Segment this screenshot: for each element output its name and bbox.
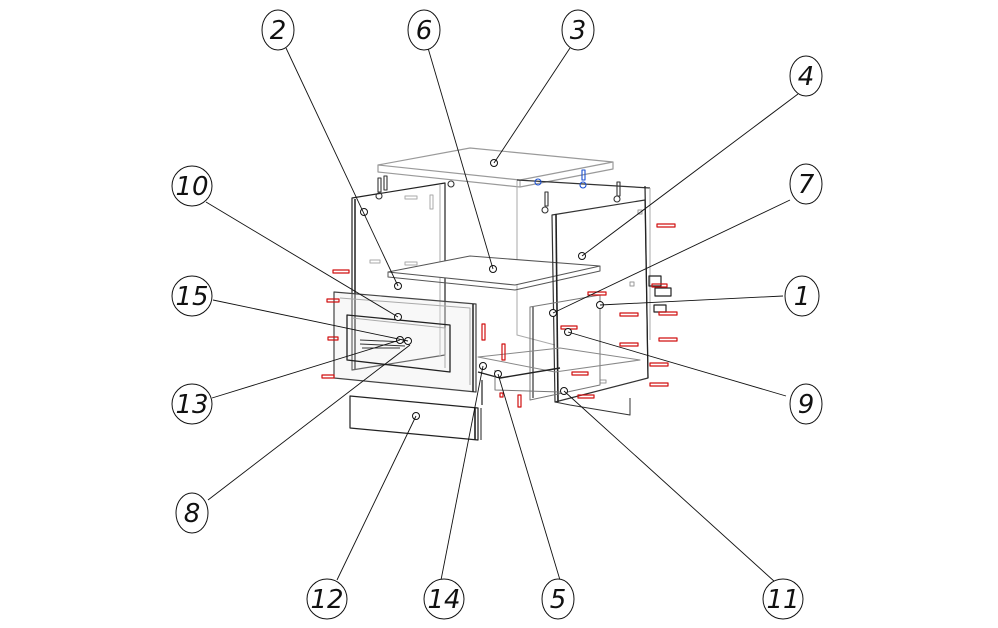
assembly-drawing [321,147,678,441]
callout-6[interactable]: 6 [407,9,441,51]
leader-7 [552,199,791,314]
leader-8 [207,344,411,501]
leader-14 [440,365,484,581]
leader-lines [205,47,799,583]
shelf-panel [387,255,601,291]
callout-5[interactable]: 5 [541,578,575,620]
callouts: 2 6 3 4 10 7 15 1 [171,9,823,620]
leader-13 [211,339,401,399]
bottom-panel [477,347,641,393]
callout-3[interactable]: 3 [561,9,595,51]
svg-text:7: 7 [798,170,815,200]
callout-13[interactable]: 13 [171,383,213,425]
svg-text:6: 6 [416,16,433,46]
leader-15 [212,299,409,342]
top-panel [377,147,614,188]
svg-text:10: 10 [175,172,208,202]
leader-2 [285,47,399,287]
leader-6 [427,47,494,270]
svg-text:9: 9 [798,390,815,420]
callout-8[interactable]: 8 [175,492,209,534]
callout-14[interactable]: 14 [423,578,465,620]
svg-text:15: 15 [175,282,208,312]
svg-text:12: 12 [310,585,343,615]
bolts-dark [375,175,621,214]
leader-11 [563,390,776,583]
leader-3 [493,47,571,164]
callout-1[interactable]: 1 [784,275,820,317]
leader-anchors [360,159,604,420]
svg-text:3: 3 [570,16,587,46]
leader-1 [599,295,784,306]
callout-7[interactable]: 7 [789,163,823,205]
callout-11[interactable]: 11 [762,578,804,620]
svg-text:2: 2 [270,16,287,46]
fasteners-red [321,223,678,408]
callout-12[interactable]: 12 [306,578,348,620]
inner-partition [529,294,601,401]
callout-15[interactable]: 15 [171,275,213,317]
leader-10 [205,201,399,318]
leader-5 [497,373,561,581]
svg-text:5: 5 [550,585,567,615]
leader-9 [567,331,787,397]
leader-12 [336,415,417,581]
hinge-block [648,275,672,313]
callout-2[interactable]: 2 [261,9,295,51]
svg-text:11: 11 [766,585,799,615]
back-panel [516,179,651,346]
svg-text:13: 13 [175,390,208,420]
svg-text:4: 4 [798,62,815,92]
callout-10[interactable]: 10 [171,165,213,207]
leader-4 [581,93,799,257]
svg-text:1: 1 [794,282,811,312]
fasteners-blue [534,169,587,189]
svg-text:14: 14 [427,585,460,615]
callout-4[interactable]: 4 [789,55,823,97]
svg-text:8: 8 [184,499,201,529]
right-side-panel [551,185,651,416]
callout-9[interactable]: 9 [789,383,823,425]
